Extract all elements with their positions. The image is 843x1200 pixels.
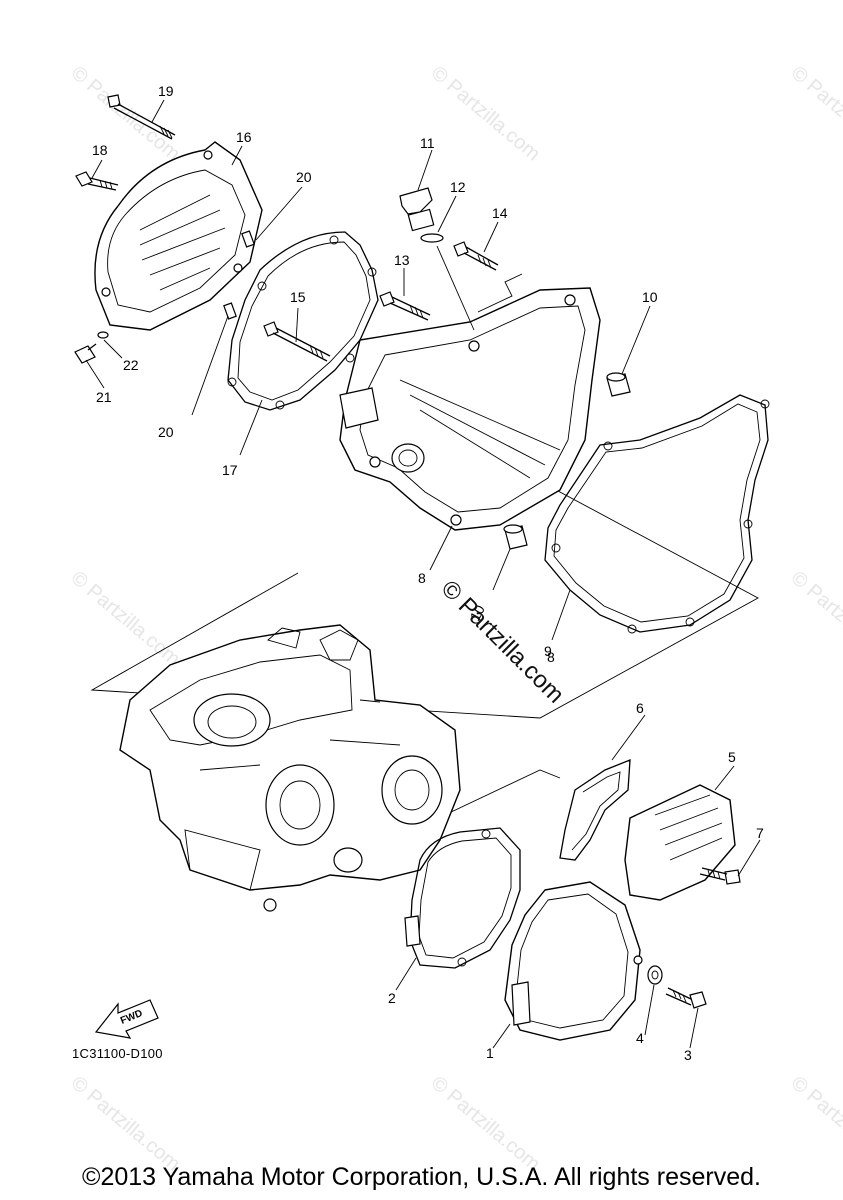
partzilla-watermark: © Partzilla.com <box>436 575 569 708</box>
plane-lower <box>429 769 561 823</box>
callout-20-top: 20 <box>296 169 312 185</box>
bolt-15 <box>263 321 331 362</box>
watermark-text: © Partzilla.com <box>787 567 843 670</box>
callout-20-bottom: 20 <box>158 424 174 440</box>
fwd-arrow-icon: FWD <box>94 999 159 1039</box>
callout-15: 15 <box>290 289 306 305</box>
callout-10-right: 10 <box>642 289 658 305</box>
crankcase <box>119 624 461 912</box>
callout-3: 3 <box>684 1047 692 1063</box>
callout-22: 22 <box>123 357 139 373</box>
callout-10-lower: 10 <box>467 602 489 623</box>
callout-labels: 19 18 16 20 22 21 20 17 15 13 11 12 14 1… <box>92 83 764 1063</box>
crankcase-cover-8 <box>339 287 601 531</box>
callout-14: 14 <box>492 205 508 221</box>
callout-8-right: 8 <box>547 649 555 665</box>
callout-11: 11 <box>420 135 435 151</box>
callout-9: 9 <box>544 643 552 659</box>
plane-upper-top <box>477 273 523 313</box>
gasket-17 <box>227 231 379 411</box>
callout-7: 7 <box>756 825 764 841</box>
callout-1: 1 <box>486 1045 494 1061</box>
callout-17: 17 <box>222 462 238 478</box>
plane-crankcase <box>90 384 759 719</box>
assembly-planes <box>90 273 759 823</box>
watermark-text: © Partzilla.com <box>427 1072 544 1175</box>
copyright-notice: ©2013 Yamaha Motor Corporation, U.S.A. A… <box>82 1163 761 1191</box>
callout-18: 18 <box>92 142 108 158</box>
fasteners-left <box>74 94 255 364</box>
leader-lines <box>85 99 761 1049</box>
watermark-text: © Partzilla.com <box>67 567 184 670</box>
callout-6: 6 <box>636 700 644 716</box>
callout-16: 16 <box>236 129 252 145</box>
callout-2: 2 <box>388 990 396 1006</box>
callout-8-left: 8 <box>418 570 426 586</box>
callout-19: 19 <box>158 83 174 99</box>
clutch-cover-outer <box>94 141 263 331</box>
callout-21: 21 <box>96 389 112 405</box>
gasket-2 <box>404 827 521 969</box>
callout-13: 13 <box>394 252 410 268</box>
sprocket-cover-group <box>559 759 741 901</box>
watermark-text: © Partzilla.com <box>787 1072 843 1175</box>
generator-cover-1 <box>504 881 707 1041</box>
watermark-text: © Partzilla.com <box>787 62 843 165</box>
fasteners-top <box>379 187 499 331</box>
callout-4: 4 <box>636 1030 644 1046</box>
callout-5: 5 <box>728 749 736 765</box>
callout-12: 12 <box>450 179 466 195</box>
dowel-pins <box>503 372 631 550</box>
gasket-9 <box>544 394 770 634</box>
watermark-text: © Partzilla.com <box>67 1072 184 1175</box>
watermark-text: © Partzilla.com <box>427 62 544 165</box>
diagram-code: 1C31100-D100 <box>72 1046 163 1061</box>
